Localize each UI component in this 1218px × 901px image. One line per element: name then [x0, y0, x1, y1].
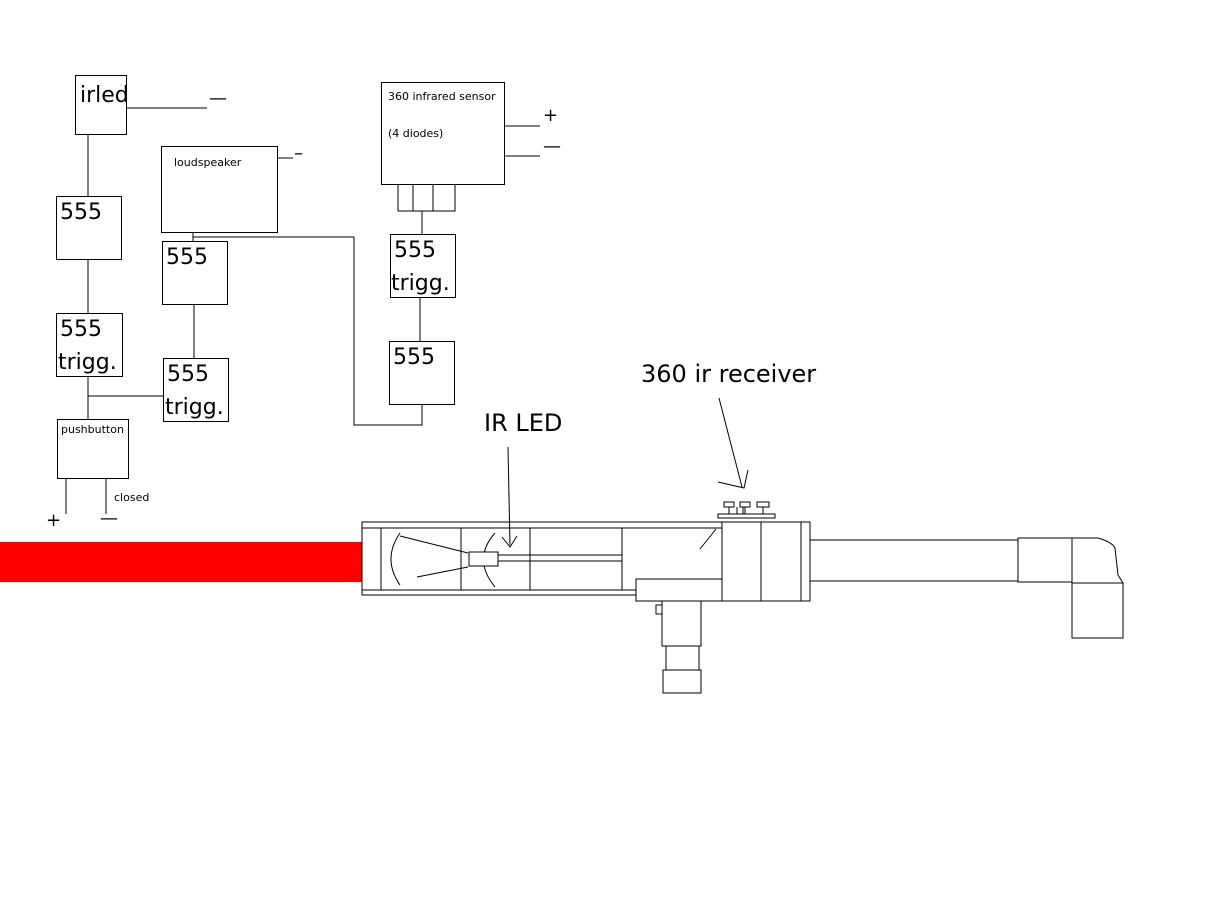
battery-minus-sign: —	[100, 508, 118, 529]
timer-555-c-label: 555	[393, 345, 435, 370]
receiver-arrow	[718, 397, 743, 488]
loudspeaker-block: loudspeaker	[161, 146, 278, 233]
rear-coupler	[1017, 537, 1073, 583]
gun-grip-top	[635, 578, 723, 602]
timer-555-a: 555	[56, 196, 122, 260]
ir-led-element	[468, 551, 499, 567]
timer-555-c: 555	[389, 341, 455, 405]
gun-grip-lower	[665, 645, 700, 671]
timer-555-b-label: 555	[166, 245, 208, 270]
loudspeaker-label: loudspeaker	[174, 156, 242, 169]
sensor-label-line2: (4 diodes)	[388, 127, 444, 140]
ir-beam	[0, 542, 362, 582]
wire-loudspeaker-to-555c	[193, 236, 423, 426]
gun-grip-base	[662, 669, 702, 694]
sensor-pin-2	[412, 183, 434, 212]
front-lens	[390, 532, 401, 586]
loudspeaker-minus-sign: –	[294, 143, 303, 164]
trigger-555-b: 555 trigg.	[163, 358, 229, 422]
irled-label: irled	[80, 83, 129, 108]
receiver-block	[721, 521, 811, 602]
receiver-callout: 360 ir receiver	[641, 360, 817, 388]
ir-led-arrow	[507, 446, 511, 546]
trigger-555-b-line2: trigg.	[165, 395, 224, 420]
trigger-555-c-line1: 555	[394, 238, 436, 263]
ir-led-callout: IR LED	[484, 409, 563, 437]
rear-tube	[809, 539, 1019, 582]
elbow-pipe	[1071, 537, 1124, 584]
infrared-sensor-block: 360 infrared sensor (4 diodes)	[381, 82, 505, 185]
trigger-555-c-line2: trigg.	[391, 271, 450, 296]
sensor-pin-1	[397, 183, 414, 212]
battery-plus-sign: +	[46, 510, 62, 531]
pushbutton-block: pushbutton	[57, 419, 129, 479]
trigger-555-c: 555 trigg.	[390, 234, 456, 298]
elbow-outlet	[1071, 582, 1124, 639]
trigger-555-a-line2: trigg.	[58, 350, 117, 375]
timer-555-b: 555	[162, 241, 228, 305]
switch-closed-label: closed	[114, 491, 150, 504]
gun-grip	[661, 600, 702, 647]
sensor-plus-sign: +	[543, 105, 559, 126]
trigger-555-a-line1: 555	[60, 317, 102, 342]
gun-trigger-button	[655, 604, 663, 615]
trigger-555-b-line1: 555	[167, 362, 209, 387]
sensor-label-line1: 360 infrared sensor	[388, 90, 496, 103]
pushbutton-label: pushbutton	[61, 423, 124, 436]
trigger-555-a: 555 trigg.	[56, 313, 123, 377]
irled-minus-sign: —	[209, 88, 227, 109]
sensor-pin-3	[432, 183, 456, 212]
timer-555-a-label: 555	[60, 200, 102, 225]
sensor-minus-sign: —	[543, 136, 561, 157]
irled-block: irled	[75, 75, 129, 135]
